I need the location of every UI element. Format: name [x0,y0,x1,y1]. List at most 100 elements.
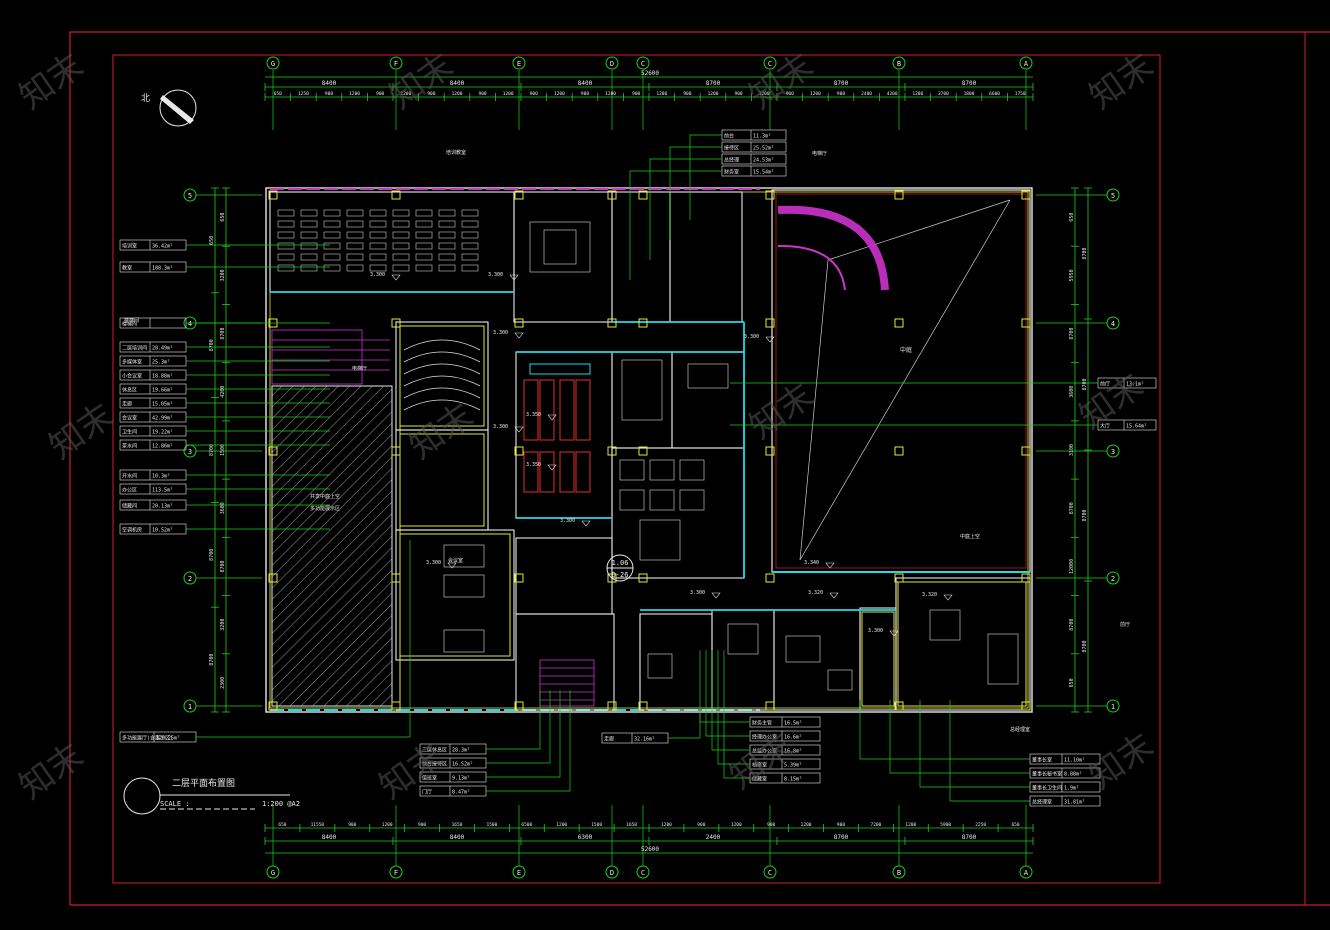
area-tag-name: 值班室 [422,775,437,782]
outer-frame [69,31,1330,906]
area-tag-name: 楼梯间 [122,321,137,328]
leader-line [717,650,750,765]
dimension-value: 900 [325,91,333,97]
leader-line [949,700,1030,802]
column [1021,701,1031,711]
column [765,701,775,711]
dimension-value: 2400 [706,834,721,841]
area-tag-value: 24.53m² [753,158,774,164]
area-tag-name: 总经理室 [1032,799,1052,806]
dimension-value: 8700 [1082,640,1088,652]
seat [346,231,364,239]
area-tag-name: 二层休息区 [422,747,447,754]
area-tag-value: 28.49m² [152,346,173,352]
row-axis-label: 2 [1111,575,1115,583]
dimension-value: 8400 [322,80,337,87]
dimension-value: 900 [786,91,794,97]
dimension-value: 650 [274,91,282,97]
row-axis-bubble: 1 [183,699,197,713]
column-axis-bubble: B [892,56,906,70]
dimension-value: 8700 [1082,247,1088,259]
dimension-value: 1200 [452,91,463,97]
dimension-value: 900 [530,91,538,97]
column [765,190,775,200]
seat [392,209,410,217]
column-axis-label: F [394,60,398,68]
dimension-value: 8400 [322,834,337,841]
dimension-value: 8400 [578,80,593,87]
column [638,701,648,711]
area-tag-value: 19.22m² [152,430,173,436]
area-tag-value: 8.88m² [1064,772,1082,778]
dimension-value: 1200 [349,91,360,97]
dimension-value: 1200 [554,91,565,97]
column-axis-bubble: C [763,865,777,879]
column [391,190,401,200]
column [391,446,401,456]
dimension-value: 8700 [1069,328,1075,340]
elevation-mark: 3.340 [804,560,819,566]
leader-line [669,146,722,240]
column-axis-bubble: G [266,865,280,879]
leader-line [629,170,722,280]
column [607,701,617,711]
watermark-text: 知末 [12,46,91,118]
area-tag-value: 36.42m² [152,244,173,250]
area-tag-value: 31.81m² [1064,800,1085,806]
area-tag-name: 门厅 [422,789,432,796]
area-tag-value: 20.13m² [152,504,173,510]
area-tag-name: 董事长室 [1032,757,1052,764]
title-block: 二层平面布置图 SCALE : 1:200 @A2 [123,777,300,815]
elevation-triangle [581,520,591,527]
elevation-triangle [765,336,775,343]
elevation-triangle [391,274,401,281]
dimension-value: 2250 [975,822,986,828]
seat [415,253,433,261]
dimension-value: 8700 [209,654,215,666]
dimension-value: 1500 [220,444,226,456]
seat [277,231,295,239]
area-tag-value: 8.47m² [452,790,470,796]
room-label-meeting: 会议室 [448,557,463,564]
dimension-value: 900 [632,91,640,97]
dimension-value: 650 [278,822,286,828]
interior-cyan-walls [270,291,896,611]
restroom-fixtures [523,363,591,493]
leader-line [668,712,701,739]
seat [323,231,341,239]
scale-label: SCALE : [160,800,190,808]
room-label-classroom: 培训教室 [446,149,466,156]
area-tag-name: 二层培训间 [122,345,147,352]
column-axis-bubble: C [763,56,777,70]
seat [277,264,295,272]
dimension-value: 8400 [450,834,465,841]
seat [369,264,387,272]
area-tag-name: 前台接待区 [422,761,447,768]
elevation-mark: 3.320 [922,592,937,598]
north-arrow: 北 [141,89,197,127]
dimension-value: 8700 [706,80,721,87]
watermarks: 知末知末知末知末知末知末知末知末知末知末知末知末 [12,46,1161,808]
room-label-right: 前厅 [1120,621,1130,628]
watermark-text: 知末 [402,396,481,468]
column [894,446,904,456]
dimension-value: 3200 [220,269,226,281]
room-label-void-note: 中庭上空 [960,533,980,540]
area-tag-name: 开水间 [122,473,137,480]
column [514,573,524,583]
column [268,573,278,583]
column-axis-label: C [641,60,645,68]
elevation-triangle [514,426,524,433]
area-tag: 门厅 8.47m² [419,690,571,797]
dimension-value: 1200 [708,91,719,97]
furniture [443,221,1019,691]
